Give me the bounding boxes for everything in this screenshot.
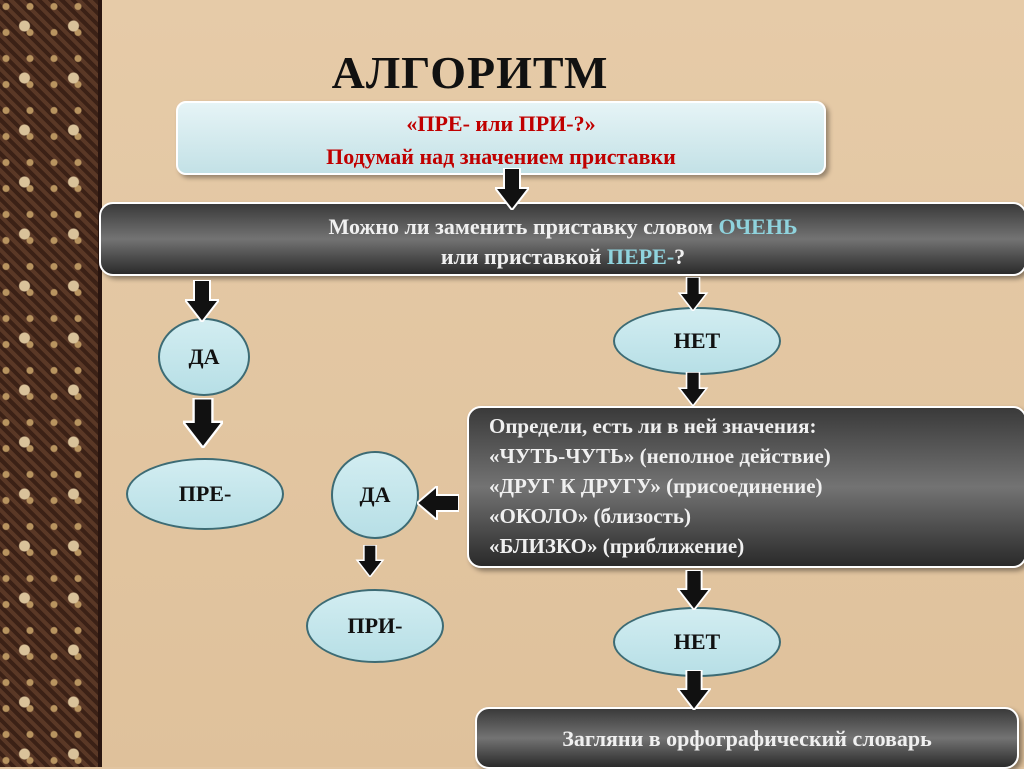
question1-box: Можно ли заменить приставку словом ОЧЕНЬ… <box>99 202 1024 276</box>
arrow-down-icon <box>495 168 529 210</box>
no-node-2: НЕТ <box>613 607 781 677</box>
slide-title: АЛГОРИТМ <box>300 46 640 99</box>
arrow-down-icon <box>677 570 711 610</box>
question1-line2: или приставкой ПЕРЕ-? <box>101 244 1024 270</box>
arrow-down-icon <box>677 670 711 710</box>
keyword-pere: ПЕРЕ- <box>607 244 674 269</box>
topic-box: «ПРЕ- или ПРИ-?» Подумай над значением п… <box>176 101 826 175</box>
question2-line: «ОКОЛО» (близость) <box>489 504 691 529</box>
question2-line: «БЛИЗКО» (приближение) <box>489 534 744 559</box>
pri-node: ПРИ- <box>306 589 444 663</box>
question1-line1: Можно ли заменить приставку словом ОЧЕНЬ <box>101 214 1024 240</box>
question2-line: «ДРУГ К ДРУГУ» (присоединение) <box>489 474 823 499</box>
topic-hint: Подумай над значением приставки <box>178 144 824 170</box>
ornamental-border <box>0 0 98 767</box>
question2-line: Определи, есть ли в ней значения: <box>489 414 816 439</box>
final-box: Загляни в орфографический словарь <box>475 707 1019 769</box>
topic-question: «ПРЕ- или ПРИ-?» <box>178 111 824 137</box>
arrow-down-icon <box>677 372 709 406</box>
question2-box: Определи, есть ли в ней значения: «ЧУТЬ-… <box>467 406 1024 568</box>
arrow-down-icon <box>355 545 385 577</box>
pre-node: ПРЕ- <box>126 458 284 530</box>
yes-node-1: ДА <box>158 318 250 396</box>
keyword-ochen: ОЧЕНЬ <box>718 214 797 239</box>
arrow-down-icon <box>677 277 709 311</box>
arrow-down-icon <box>185 280 219 322</box>
no-node-1: НЕТ <box>613 307 781 375</box>
arrow-left-icon <box>417 486 459 520</box>
yes-node-2: ДА <box>331 451 419 539</box>
final-instruction: Загляни в орфографический словарь <box>477 726 1017 752</box>
question2-line: «ЧУТЬ-ЧУТЬ» (неполное действие) <box>489 444 831 469</box>
arrow-down-icon <box>183 398 223 448</box>
